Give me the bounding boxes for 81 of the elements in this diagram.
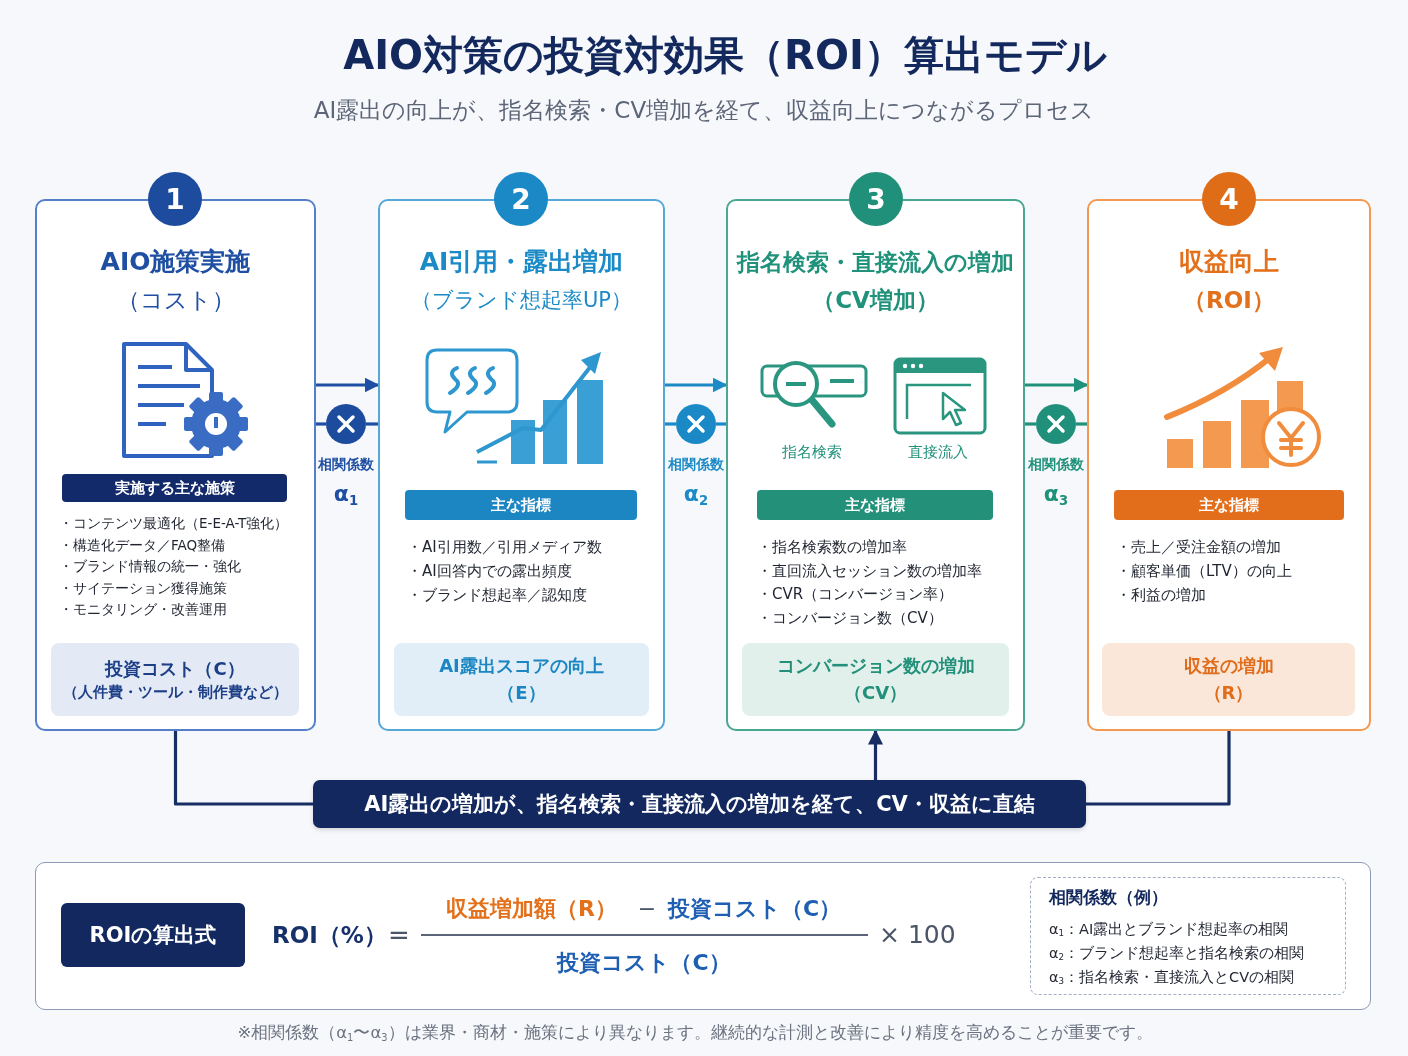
bullet-item: ・売上／受注金額の増加 [1116,537,1281,557]
arrow [316,377,380,393]
bullet-item: ・コンバージョン数（CV） [757,608,943,627]
icon-caption: 指名検索 [782,442,842,462]
section-heading-bar: 実施する主な施策 [62,474,287,502]
connector-line [173,731,313,806]
numerator-term: 収益増加額（R） [446,895,617,923]
formula-panel [35,862,1371,1010]
key-item: α$_{1}$：AI露出とブランド想起率の相関 [1049,919,1289,939]
coefficient-symbol: α$_{3}$ [1043,480,1069,508]
arrow [665,377,728,393]
connector-line [1076,422,1087,426]
coefficient-symbol: α$_{2}$ [683,480,709,508]
step-title: 収益向上 [1179,246,1279,278]
step-title: AIO施策実施 [100,246,251,278]
section-heading-bar: 主な指標 [757,490,993,520]
step-subtitle: （ROI） [1183,285,1275,315]
formula-lhs: ROI（%） [272,920,387,950]
connector-line [716,422,726,426]
minus-sign: − [637,895,657,923]
result-title: AI露出スコアの向上 [439,654,604,679]
bullet-item: ・利益の増加 [1116,585,1206,605]
page-title: AIO対策の投資対効果（ROI）算出モデル [343,31,1107,80]
result-panel [742,643,1009,716]
bullet-item: ・CVR（コンバージョン率） [757,584,954,604]
bullet-item: ・顧客単価（LTV）の向上 [1116,561,1292,581]
step-number-badge: 4 [1202,172,1256,226]
result-note: （R） [1203,680,1254,705]
key-item: α$_{3}$：指名検索・直接流入とCVの相関 [1049,967,1295,987]
bullet-item: ・直回流入セッション数の増加率 [757,561,982,580]
formula-heading-tag: ROIの算出式 [61,903,245,967]
step-number-badge: 2 [494,172,548,226]
arrow [868,729,883,780]
connector-line [1025,422,1036,426]
result-panel [51,643,299,716]
denominator-term: 投資コスト（C） [557,949,731,977]
connector-line [665,422,676,426]
bullet-item: ・コンテンツ最適化（E-E-A-T強化） [59,514,289,532]
multiplier: × 100 [879,919,956,951]
page-subtitle: AI露出の向上が、指名検索・CV増加を経て、収益向上につながるプロセス [313,95,1095,125]
section-heading-bar: 主な指標 [405,490,637,520]
section-heading-bar: 主な指標 [1114,490,1344,520]
step-title: AI引用・露出増加 [419,246,624,278]
bullet-item: ・指名検索数の増加率 [757,537,907,557]
bullet-item: ・サイテーション獲得施策 [59,579,227,596]
result-note: （人件費・ツール・制作費など） [62,683,288,703]
result-title: 投資コスト（C） [105,656,245,681]
result-note: （E） [497,680,546,705]
step-title: 指名検索・直接流入の増加 [737,247,1014,277]
coefficient-label: 相関係数 [668,455,724,473]
result-note: （CV） [843,680,908,705]
step-number-badge: 3 [849,172,903,226]
equals-sign: = [388,918,410,952]
step-number-badge: 1 [148,172,202,226]
bullet-item: ・モニタリング・改善運用 [59,600,227,618]
numerator-term: 投資コスト（C） [668,895,842,923]
bullet-item: ・構造化データ／FAQ整備 [59,536,226,553]
result-panel [1102,643,1355,716]
result-panel [394,643,649,716]
result-title: コンバージョン数の増加 [776,654,975,679]
step-subtitle: （ブランド想起率UP） [411,286,632,314]
connector-line [366,422,378,426]
summary-banner: AI露出の増加が、指名検索・直接流入の増加を経て、CV・収益に直結 [313,780,1086,828]
coefficient-symbol: α$_{1}$ [333,480,359,508]
result-title: 収益の増加 [1183,654,1274,679]
connector-line [1086,731,1231,806]
bullet-item: ・AI回答内での露出頻度 [407,561,572,581]
footnote: ※相関係数（α$_{1}$〜α$_{3}$）は業界・商材・施策により異なります。継続的な計測と改善により精度を高めることが重要です。 [237,1022,1153,1044]
key-item: α$_{2}$：ブランド想起率と指名検索の相関 [1049,943,1305,963]
key-title: 相関係数（例） [1049,887,1168,909]
connector-line [316,422,326,426]
bullet-item: ・ブランド想起率／認知度 [407,585,587,605]
step-subtitle: （CV増加） [812,285,939,315]
step-subtitle: （コスト） [116,285,235,315]
icon-caption: 直接流入 [908,442,968,462]
coefficient-label: 相関係数 [318,455,374,473]
bullet-item: ・AI引用数／引用メディア数 [407,537,602,557]
coefficient-key-panel [1030,877,1346,995]
arrow [1025,377,1089,393]
bullet-item: ・ブランド情報の統一・強化 [59,557,241,575]
coefficient-label: 相関係数 [1028,455,1084,473]
